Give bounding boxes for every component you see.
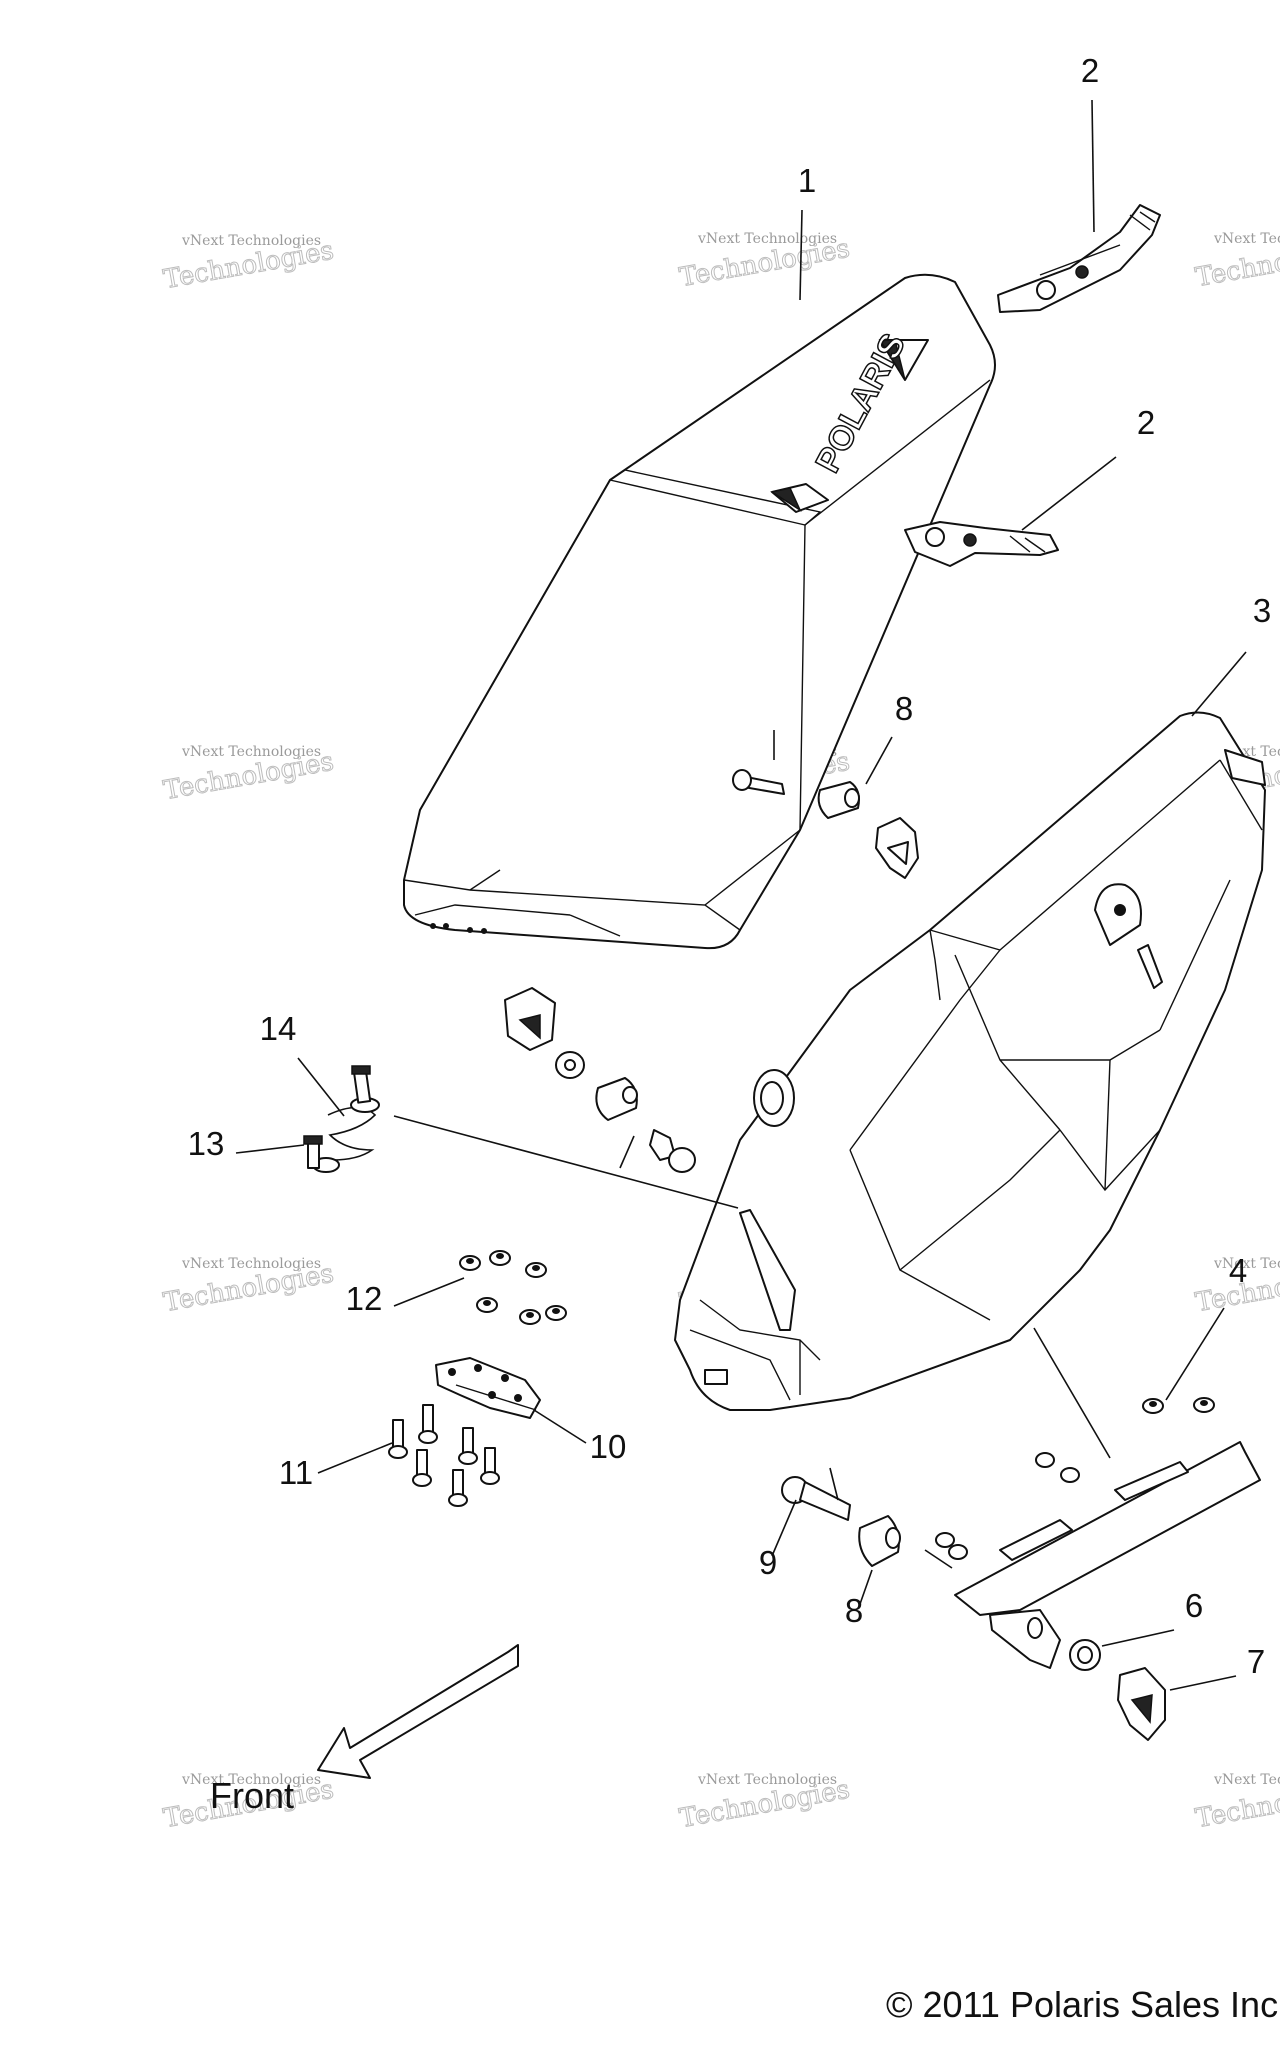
screw-13 (303, 1135, 323, 1169)
screw-14 (351, 1065, 372, 1104)
hinge-pin-upper (732, 730, 785, 795)
callout-number: 12 (346, 1280, 383, 1317)
callout-leader-line (771, 1499, 797, 1557)
callout-6: 6 (1101, 1587, 1203, 1647)
spacer-8-bottom (858, 1515, 901, 1567)
watermark-text: vNext Technologies (181, 233, 321, 249)
callout-9: 9 (759, 1499, 797, 1581)
copyright-text: © 2011 Polaris Sales Inc. (886, 1984, 1280, 2025)
nuts-12 (459, 1250, 567, 1325)
screws-11 (388, 1404, 500, 1507)
grommet-6 (1069, 1639, 1101, 1671)
callout-13: 13 (188, 1125, 305, 1162)
watermark: vNext Technologies Technologies (161, 1256, 337, 1319)
callout-number: 7 (1247, 1643, 1265, 1680)
front-direction-arrow (317, 1644, 519, 1779)
watermark-text: vNext Technologies (1213, 1256, 1280, 1272)
catch-middle (504, 987, 556, 1051)
mounting-bracket (924, 1327, 1261, 1669)
watermark-text: vNext Technologies (181, 1256, 321, 1272)
callout-leader-line (1021, 456, 1117, 531)
hinge-10 (435, 1357, 541, 1419)
watermark: vNext Technologies Technologies (1193, 1772, 1280, 1835)
callout-7: 7 (1169, 1643, 1265, 1691)
callout-number: 8 (845, 1592, 863, 1629)
callout-14: 14 (260, 1010, 345, 1117)
callout-12: 12 (346, 1277, 465, 1317)
watermark-text: vNext Technologies (181, 1772, 321, 1788)
watermark: vNext Technologies Technologies (677, 231, 853, 294)
latch-top (997, 204, 1161, 313)
callout-8: 8 (845, 1569, 873, 1629)
callout-11: 11 (279, 1442, 393, 1491)
catch-upper (875, 817, 919, 879)
latch-middle (904, 521, 1059, 567)
front-label: Front (210, 1775, 294, 1816)
callout-leader-line (393, 1277, 465, 1307)
callout-3: 3 (1191, 592, 1271, 717)
callout-number: 13 (188, 1125, 225, 1162)
callout-number: 9 (759, 1544, 777, 1581)
watermark-text: vNext Technologies (1213, 231, 1280, 247)
callout-number: 3 (1253, 592, 1271, 629)
watermark-text: vNext Technologies (1213, 1772, 1280, 1788)
callout-number: 8 (895, 690, 913, 727)
watermark: vNext Technologies Technologies (161, 233, 337, 296)
callout-number: 11 (279, 1454, 313, 1491)
callout-2: 2 (1021, 404, 1155, 531)
callout-leader-line (317, 1442, 393, 1474)
callout-number: 1 (798, 162, 816, 199)
spacer-8-upper (817, 781, 860, 819)
callout-leader-line (235, 1144, 305, 1154)
washer (555, 1051, 585, 1079)
callout-8: 8 (865, 690, 913, 785)
watermark: vNext Technologies Technologies (677, 1772, 853, 1835)
callout-1: 1 (798, 162, 816, 301)
callout-leader-line (859, 1569, 873, 1605)
callout-leader-line (865, 736, 893, 785)
pin-9-bottom (781, 1467, 851, 1521)
watermark: vNext Technologies Technologies (1193, 231, 1280, 294)
callout-leader-line (1091, 99, 1095, 233)
pin-middle (619, 1129, 696, 1173)
callout-4: 4 (1165, 1252, 1247, 1401)
callout-leader-line (297, 1057, 345, 1117)
spacer-middle (595, 1077, 638, 1121)
callout-number: 2 (1081, 52, 1099, 89)
callout-number: 2 (1137, 404, 1155, 441)
watermark-text: vNext Technologies (181, 744, 321, 760)
nut-to-bracket-line (924, 1549, 953, 1569)
bracket-screws-4 (935, 1397, 1215, 1560)
catch-7 (1117, 1667, 1166, 1741)
callout-number: 10 (590, 1428, 627, 1465)
callout-number: 14 (260, 1010, 297, 1047)
callout-leader-line (1191, 651, 1247, 717)
callout-10: 10 (533, 1409, 627, 1465)
callout-leader-line (799, 209, 803, 301)
spring-to-box-line (393, 1115, 739, 1209)
callout-number: 4 (1229, 1252, 1247, 1289)
spring-13-14 (312, 1097, 380, 1173)
callout-leader-line (533, 1409, 587, 1444)
callout-leader-line (1165, 1307, 1225, 1401)
storage-lid: POLARIS (403, 273, 996, 950)
callout-leader-line (1101, 1629, 1175, 1647)
box-to-bracket-line (1033, 1327, 1111, 1459)
storage-box (674, 711, 1266, 1411)
watermark: vNext Technologies Technologies (161, 744, 337, 807)
callout-leader-line (1169, 1675, 1237, 1691)
callout-2: 2 (1081, 52, 1099, 233)
watermark-text: vNext Technologies (697, 1772, 837, 1788)
callout-number: 6 (1185, 1587, 1203, 1624)
